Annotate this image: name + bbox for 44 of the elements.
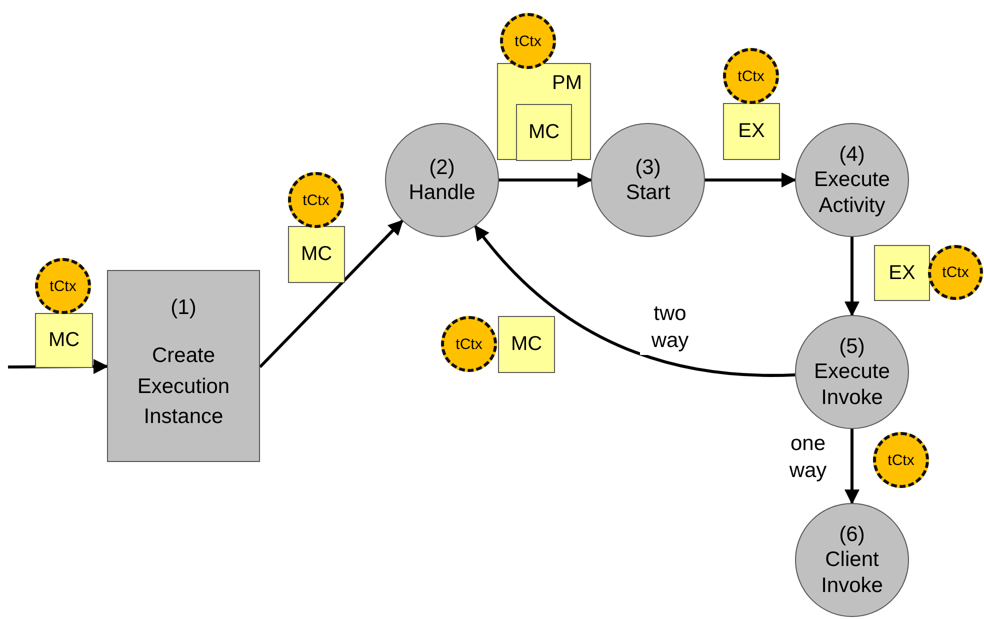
node-label: Execute Invoke xyxy=(813,359,891,410)
node-label: (6) xyxy=(839,522,865,548)
context-circle xyxy=(928,245,983,300)
node-label: Start xyxy=(626,180,670,206)
node-label: (3) xyxy=(635,154,661,180)
node-label: tCtx xyxy=(50,278,76,294)
tag-box xyxy=(35,313,93,368)
node-label: Client Invoke xyxy=(820,547,884,598)
node-label: EX xyxy=(738,120,765,143)
node-label: MC xyxy=(510,333,542,356)
context-circle xyxy=(35,258,91,314)
node-label: PM xyxy=(552,72,582,95)
node-label: MC xyxy=(48,329,80,352)
tag-box xyxy=(723,103,780,160)
tag-box xyxy=(498,316,555,373)
process-box xyxy=(107,270,260,462)
node-label: (5) xyxy=(839,334,865,360)
arrow xyxy=(258,220,404,368)
node-label: (4) xyxy=(839,142,865,168)
arrow xyxy=(844,237,860,316)
node-label: EX xyxy=(888,262,916,284)
node-label: Handle xyxy=(408,180,476,206)
node-label: tCtx xyxy=(514,32,542,50)
tag-box xyxy=(497,63,591,160)
node-label: tCtx xyxy=(942,264,969,281)
arrow xyxy=(499,172,592,188)
node-label: MC xyxy=(300,243,332,266)
node-label: tCtx xyxy=(738,68,764,84)
node-label: (1) xyxy=(170,295,196,321)
tag-box xyxy=(516,104,572,161)
node-label: tCtx xyxy=(456,336,482,352)
node-label: tCtx xyxy=(302,192,330,208)
context-circle xyxy=(723,48,779,104)
arrow xyxy=(844,429,860,504)
arrow xyxy=(705,172,796,188)
arrow xyxy=(474,225,796,377)
node-label: Execute Activity xyxy=(813,167,891,218)
node-label: (2) xyxy=(429,154,455,180)
node-label: Create Execution Instance xyxy=(136,343,231,430)
context-circle xyxy=(288,172,344,228)
node-label: tCtx xyxy=(888,452,914,468)
node-label: MC xyxy=(528,121,560,144)
tag-box xyxy=(874,245,930,301)
tag-box xyxy=(288,226,345,283)
